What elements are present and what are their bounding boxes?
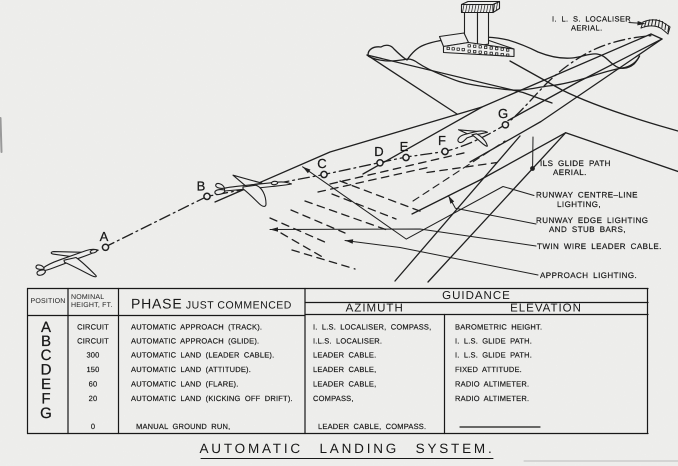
svg-text:RADIO ALTIMETER.: RADIO ALTIMETER. <box>455 394 529 403</box>
svg-text:CIRCUIT: CIRCUIT <box>77 336 109 345</box>
svg-text:AUTOMATIC LAND (FLARE).: AUTOMATIC LAND (FLARE). <box>131 379 239 388</box>
svg-text:G: G <box>498 106 508 121</box>
svg-text:AUTOMATIC APPROACH (GLIDE).: AUTOMATIC APPROACH (GLIDE). <box>131 336 259 345</box>
svg-text:AUTOMATIC LAND (LEADER CABLE: AUTOMATIC LAND (LEADER CABLE). <box>131 351 274 360</box>
svg-text:APPROACH LIGHTING.: APPROACH LIGHTING. <box>540 271 637 280</box>
svg-text:COMPASS,: COMPASS, <box>313 394 354 403</box>
svg-text:E: E <box>41 376 51 393</box>
svg-text:TWIN WIRE LEADER CABLE.: TWIN WIRE LEADER CABLE. <box>537 242 662 251</box>
svg-text:60: 60 <box>89 379 98 388</box>
svg-text:LEADER CABLE, COMPASS.: LEADER CABLE, COMPASS. <box>318 422 426 431</box>
svg-text:GUIDANCE: GUIDANCE <box>442 290 511 302</box>
svg-text:HEIGHT, FT.: HEIGHT, FT. <box>71 302 112 309</box>
svg-text:20: 20 <box>89 394 98 403</box>
svg-text:AERIAL.: AERIAL. <box>553 168 587 177</box>
svg-text:AUTOMATIC APPROACH (TRACK).: AUTOMATIC APPROACH (TRACK). <box>131 322 262 331</box>
svg-text:150: 150 <box>86 365 99 374</box>
svg-text:D: D <box>41 361 52 378</box>
svg-text:POSITION: POSITION <box>30 298 65 305</box>
svg-text:A: A <box>41 319 51 336</box>
svg-text:LEADER CABLE.: LEADER CABLE. <box>313 351 376 360</box>
svg-text:LEADER CABLE,: LEADER CABLE, <box>313 365 376 374</box>
svg-text:B: B <box>197 179 206 194</box>
svg-text:AUTOMATIC LANDING SYSTEM.: AUTOMATIC LANDING SYSTEM. <box>199 441 494 456</box>
svg-text:G: G <box>40 405 52 422</box>
svg-text:LEADER CABLE,: LEADER CABLE, <box>313 379 376 388</box>
svg-text:0: 0 <box>91 422 95 431</box>
svg-text:F: F <box>438 133 446 148</box>
svg-text:I. L. S. LOCALISER: I. L. S. LOCALISER <box>552 15 631 24</box>
svg-text:A: A <box>100 229 109 244</box>
svg-text:FIXED ATTITUDE.: FIXED ATTITUDE. <box>455 365 522 374</box>
svg-text:300: 300 <box>86 351 99 360</box>
svg-text:AERIAL.: AERIAL. <box>571 24 603 33</box>
svg-text:LIGHTING,: LIGHTING, <box>557 200 601 209</box>
svg-text:BAROMETRIC HEIGHT.: BAROMETRIC HEIGHT. <box>455 322 542 331</box>
svg-text:PHASE JUST COMMENCED: PHASE JUST COMMENCED <box>131 296 292 312</box>
svg-text:AUTOMATIC LAND (KICKING OFF: AUTOMATIC LAND (KICKING OFF DRIFT). <box>131 394 293 403</box>
svg-text:AUTOMATIC LAND (ATTITUDE).: AUTOMATIC LAND (ATTITUDE). <box>131 365 251 374</box>
svg-text:B: B <box>41 333 51 350</box>
svg-text:C: C <box>41 347 52 364</box>
svg-text:D: D <box>374 144 383 159</box>
svg-text:RUNWAY CENTRE–LINE: RUNWAY CENTRE–LINE <box>536 191 638 200</box>
svg-text:E: E <box>400 139 409 154</box>
svg-text:AZIMUTH: AZIMUTH <box>346 303 404 315</box>
svg-text:F: F <box>41 390 50 407</box>
svg-text:ILS GLIDE PATH: ILS GLIDE PATH <box>540 159 611 168</box>
svg-text:MANUAL GROUND RUN,: MANUAL GROUND RUN, <box>136 422 230 431</box>
svg-text:RUNWAY EDGE LIGHTING: RUNWAY EDGE LIGHTING <box>536 216 648 225</box>
svg-text:I. L.S. LOCALISER, COMPASS,: I. L.S. LOCALISER, COMPASS, <box>313 322 431 331</box>
svg-text:CIRCUIT: CIRCUIT <box>77 322 109 331</box>
svg-text:I. L.S. GLIDE PATH.: I. L.S. GLIDE PATH. <box>455 351 532 360</box>
svg-text:RADIO ALTIMETER.: RADIO ALTIMETER. <box>455 379 529 388</box>
svg-text:ELEVATION: ELEVATION <box>510 303 582 315</box>
svg-text:AND STUB BARS,: AND STUB BARS, <box>549 225 626 234</box>
svg-text:C: C <box>317 156 326 171</box>
svg-text:I. L.S. GLIDE PATH.: I. L.S. GLIDE PATH. <box>455 336 532 345</box>
svg-text:I.L.S. LOCALISER.: I.L.S. LOCALISER. <box>313 336 382 345</box>
svg-text:NOMINAL: NOMINAL <box>71 294 104 301</box>
